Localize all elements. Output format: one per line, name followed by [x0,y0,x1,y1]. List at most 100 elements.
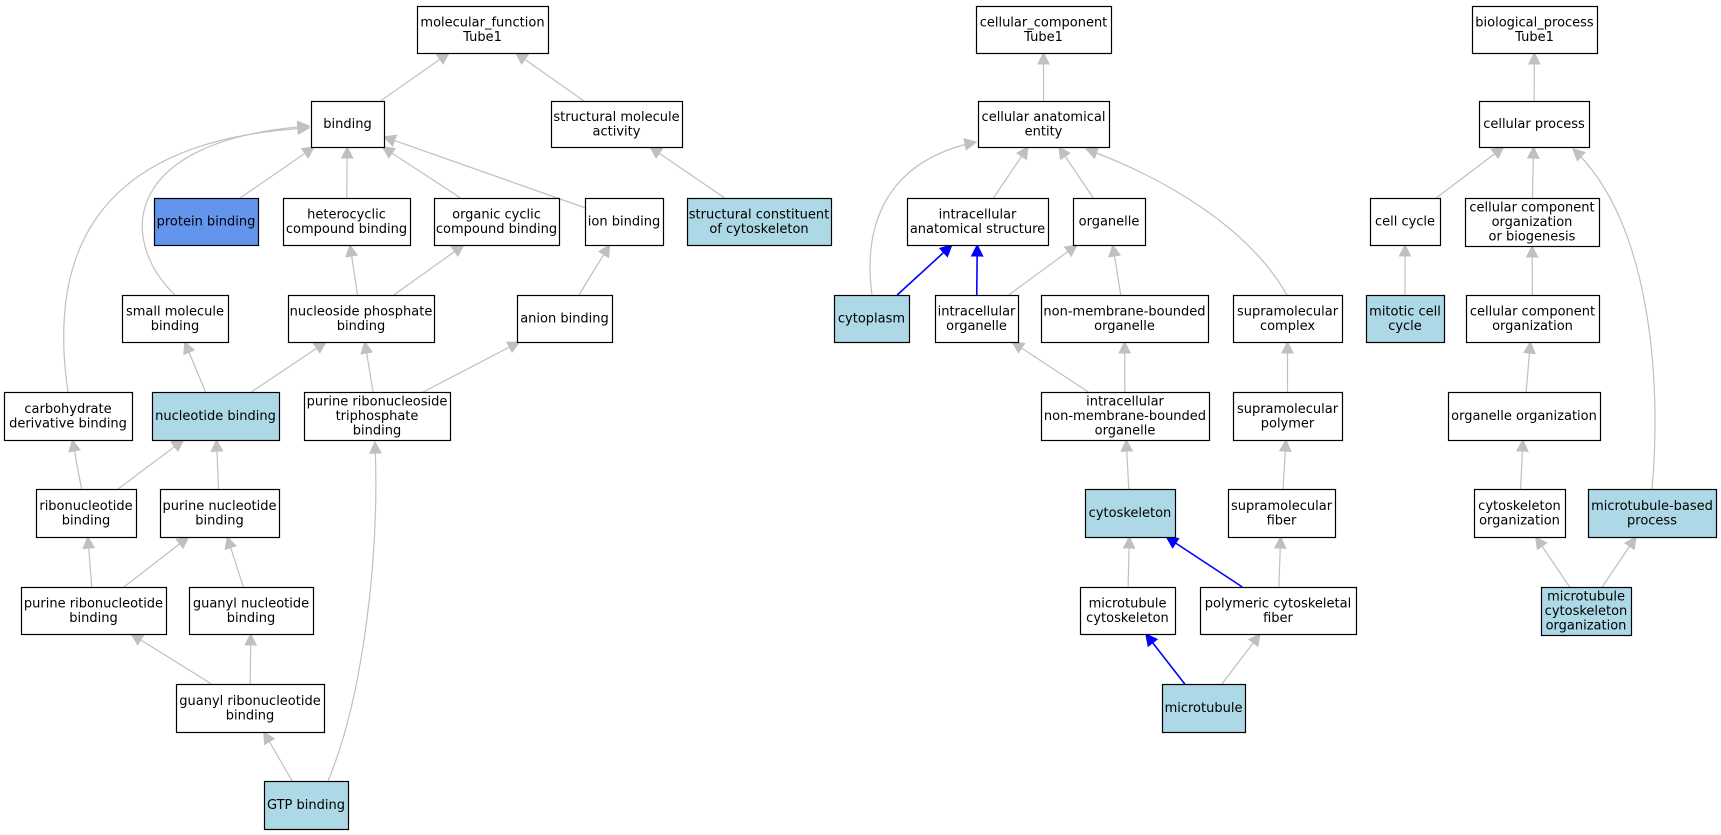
edge-microtubule-to-microtubule_cytoskeleton [1145,632,1186,685]
node-label-line: entity [1025,124,1063,139]
node-label-line: microtubule-based [1591,499,1713,514]
edge-organelle-to-anatomical_entity [1058,145,1094,199]
node-organelle[interactable]: organelle [1072,197,1147,247]
node-box [1471,5,1599,55]
node-label-line: fiber [1263,611,1293,626]
node-label-line: fiber [1267,513,1297,528]
node-label-line: binding [151,319,199,334]
node-label-line: organization [1546,619,1627,634]
node-box [3,391,134,442]
node-binding[interactable]: binding [310,100,386,149]
edge-gtp_binding-to-guanyl_ribonucleotide [263,730,293,782]
node-label-line: or biogenesis [1489,230,1576,245]
node-label-line: derivative binding [9,416,127,431]
edge-carbohydrate-to-binding [63,122,311,393]
node-label-line: cellular process [1483,117,1585,132]
node-box [1040,391,1211,442]
node-box [310,100,386,149]
edge-struct_cyto-to-structural_activity [649,146,725,199]
node-box [303,391,452,442]
node-box [1365,294,1446,344]
node-cytoskeleton[interactable]: cytoskeleton [1084,488,1177,539]
node-cellular_process[interactable]: cellular process [1478,100,1591,149]
edge-heterocyclic-to-binding [340,145,354,199]
node-label-line: cellular anatomical [982,110,1106,125]
node-anion_binding[interactable]: anion binding [516,294,614,344]
node-box [550,100,684,149]
node-label-line: GTP binding [267,798,345,813]
node-label-line: compound binding [436,222,557,237]
node-ion_binding[interactable]: ion binding [584,197,665,247]
node-protein_binding[interactable]: protein binding [153,197,260,247]
node-box [1232,391,1344,442]
edge-nucleoside_phosphate-to-heterocyclic [345,243,359,296]
node-label-line: cytoskeleton [1086,611,1169,626]
node-cell_cycle[interactable]: cell cycle [1369,197,1442,247]
node-gtp_binding[interactable]: GTP binding [263,780,350,831]
node-box [153,197,260,247]
edge-supramolecular_fiber-to-supramolecular_polymer [1278,438,1292,490]
edge-ribonucleotide-to-nucleotide_binding [117,439,185,490]
node-label-line: anatomical structure [910,222,1045,237]
node-label-line: of cytoskeleton [709,222,808,237]
node-label-line: organelle organization [1451,409,1597,424]
node-box [1540,586,1633,637]
node-cytoplasm[interactable]: cytoplasm [833,294,911,344]
node-box [1447,391,1602,442]
node-organelle_org[interactable]: organelle organization [1447,391,1602,442]
node-label-line: microtubule [1165,701,1243,716]
edge-guanyl_ribonucleotide-to-purine_ribonucleotide [130,633,212,685]
edge-organelle_org-to-cco [1522,340,1536,393]
edge-gtp_binding-to-purine_rnstp [327,440,382,782]
node-label-line: nucleotide binding [155,409,276,424]
node-label-line: structural molecule [553,110,679,125]
node-label-line: purine nucleotide [163,499,277,514]
node-microtubule[interactable]: microtubule [1161,683,1247,734]
edge-anion_binding-to-ion_binding [578,243,611,296]
node-nucleotide_binding[interactable]: nucleotide binding [151,391,281,442]
node-box [686,197,833,247]
node-label-line: cellular_component [980,15,1108,30]
edge-purine_nucleotide-to-nucleotide_binding [210,438,224,490]
edge-organic_cyclic-to-binding [381,146,461,199]
edge-purine_ribonucleotide-to-ribonucleotide [82,535,96,588]
node-label-line: compound binding [286,222,407,237]
node-label-line: binding [227,611,275,626]
node-label-line: biological_process [1475,15,1594,30]
node-box [1084,488,1177,539]
node-intra_nmb_organelle[interactable]: intracellularnon-membrane-boundedorganel… [1040,391,1211,442]
edge-mt_cyto_org-to-cytoskeleton_org [1535,535,1571,588]
node-label-line: cellular component [1469,201,1594,216]
